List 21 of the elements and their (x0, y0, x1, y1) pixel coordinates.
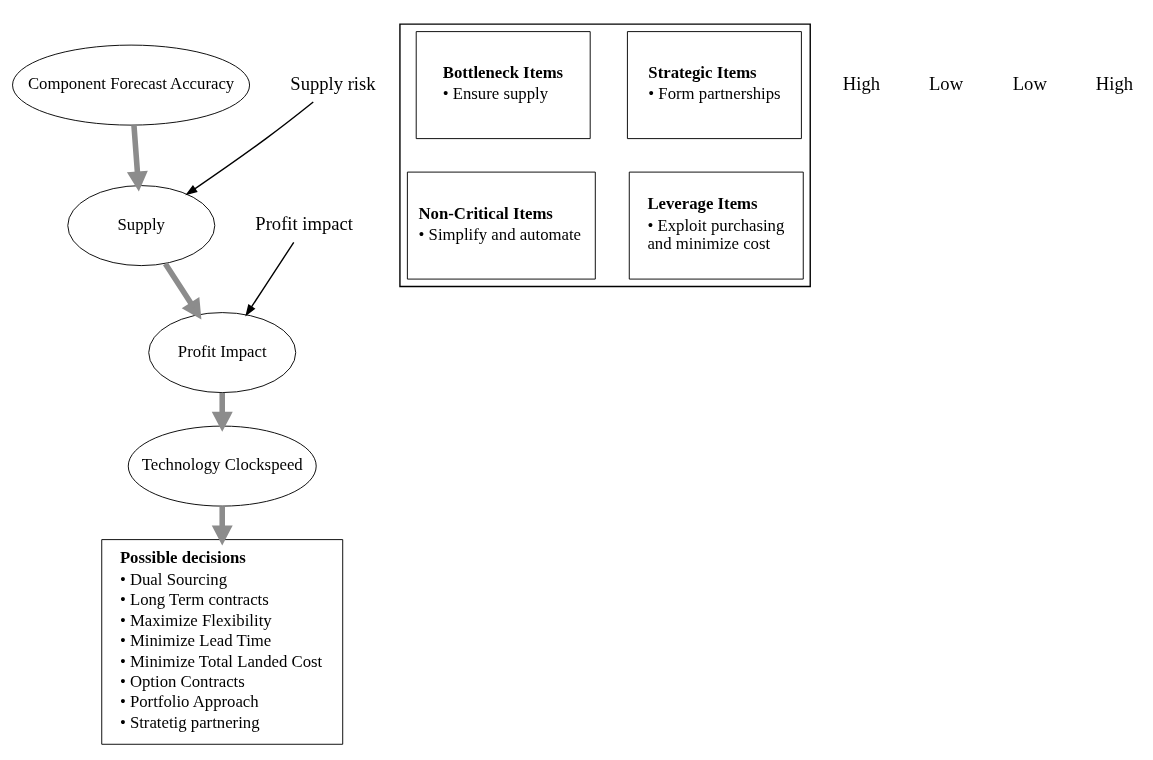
arrow (211, 506, 233, 545)
node-ellipse: Technology Clockspeed (127, 425, 317, 507)
node-ellipse: Component Forecast Accuracy (12, 44, 251, 126)
arrow (245, 241, 295, 316)
label: Low (1012, 72, 1047, 94)
node-box: Leverage Items • Exploit purchasing and minimize cost (628, 171, 804, 280)
node-text: Profit impact (255, 212, 353, 234)
node-text: Supply risk (290, 72, 376, 94)
label: High (1095, 72, 1134, 94)
node-box: Bottleneck Items • Ensure supply (415, 30, 591, 139)
node-box: Non-Critical Items • Simplify and automate (406, 171, 596, 280)
label: High (842, 72, 880, 94)
node-ellipse: Profit Impact (148, 311, 297, 393)
node-box: Strategic Items • Form partnerships (626, 30, 802, 139)
node-box: Possible decisions • Dual Sourcing • Long Term contracts • Maximize Flexibility • Minimize Lead Time • Minimize Total Landed Cost • Option Contracts • Portfolio Approach • Stratetig partnering (101, 538, 344, 745)
label: Low (929, 72, 964, 94)
cluster (399, 22, 811, 287)
arrow (211, 392, 233, 432)
arrow (163, 261, 202, 319)
arrow (185, 100, 314, 195)
arrow (126, 124, 148, 191)
